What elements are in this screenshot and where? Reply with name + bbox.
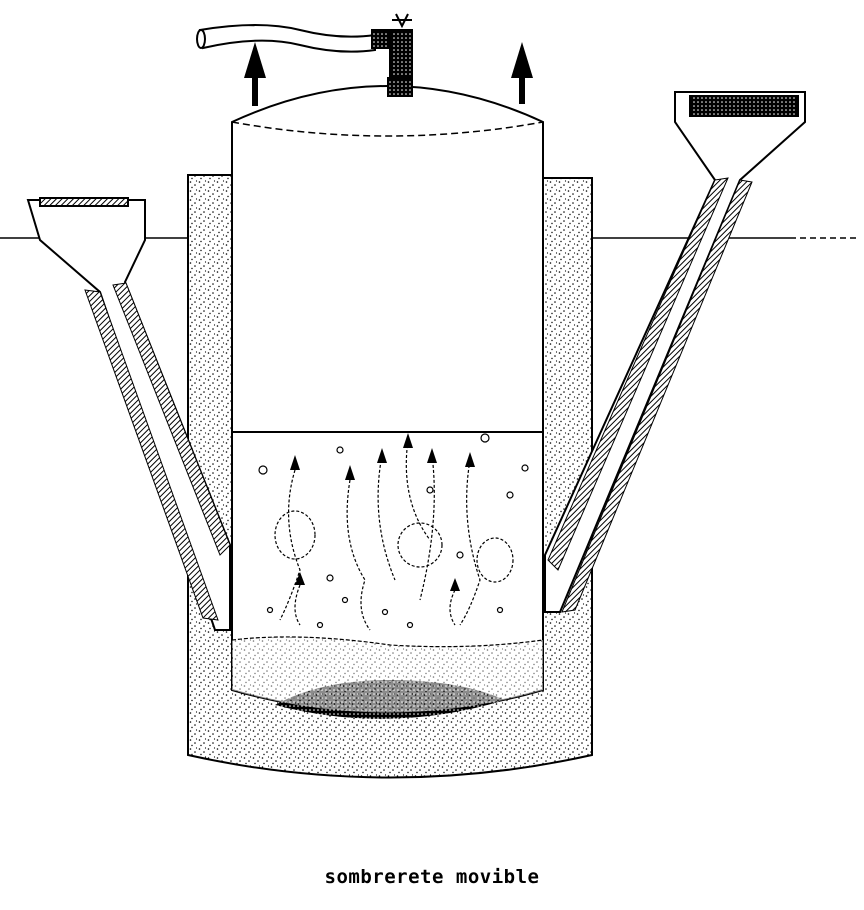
floating-drum — [231, 85, 544, 433]
gas-bubbles — [258, 433, 529, 631]
gas-arrows — [290, 433, 475, 591]
outlet-pipe — [544, 91, 806, 613]
diagram-caption: sombrerete movible — [324, 866, 540, 888]
slurry — [232, 636, 543, 713]
gas-tap-icon — [196, 13, 413, 97]
gas-escape-arrows — [244, 42, 533, 106]
inlet-pipe — [26, 197, 231, 631]
